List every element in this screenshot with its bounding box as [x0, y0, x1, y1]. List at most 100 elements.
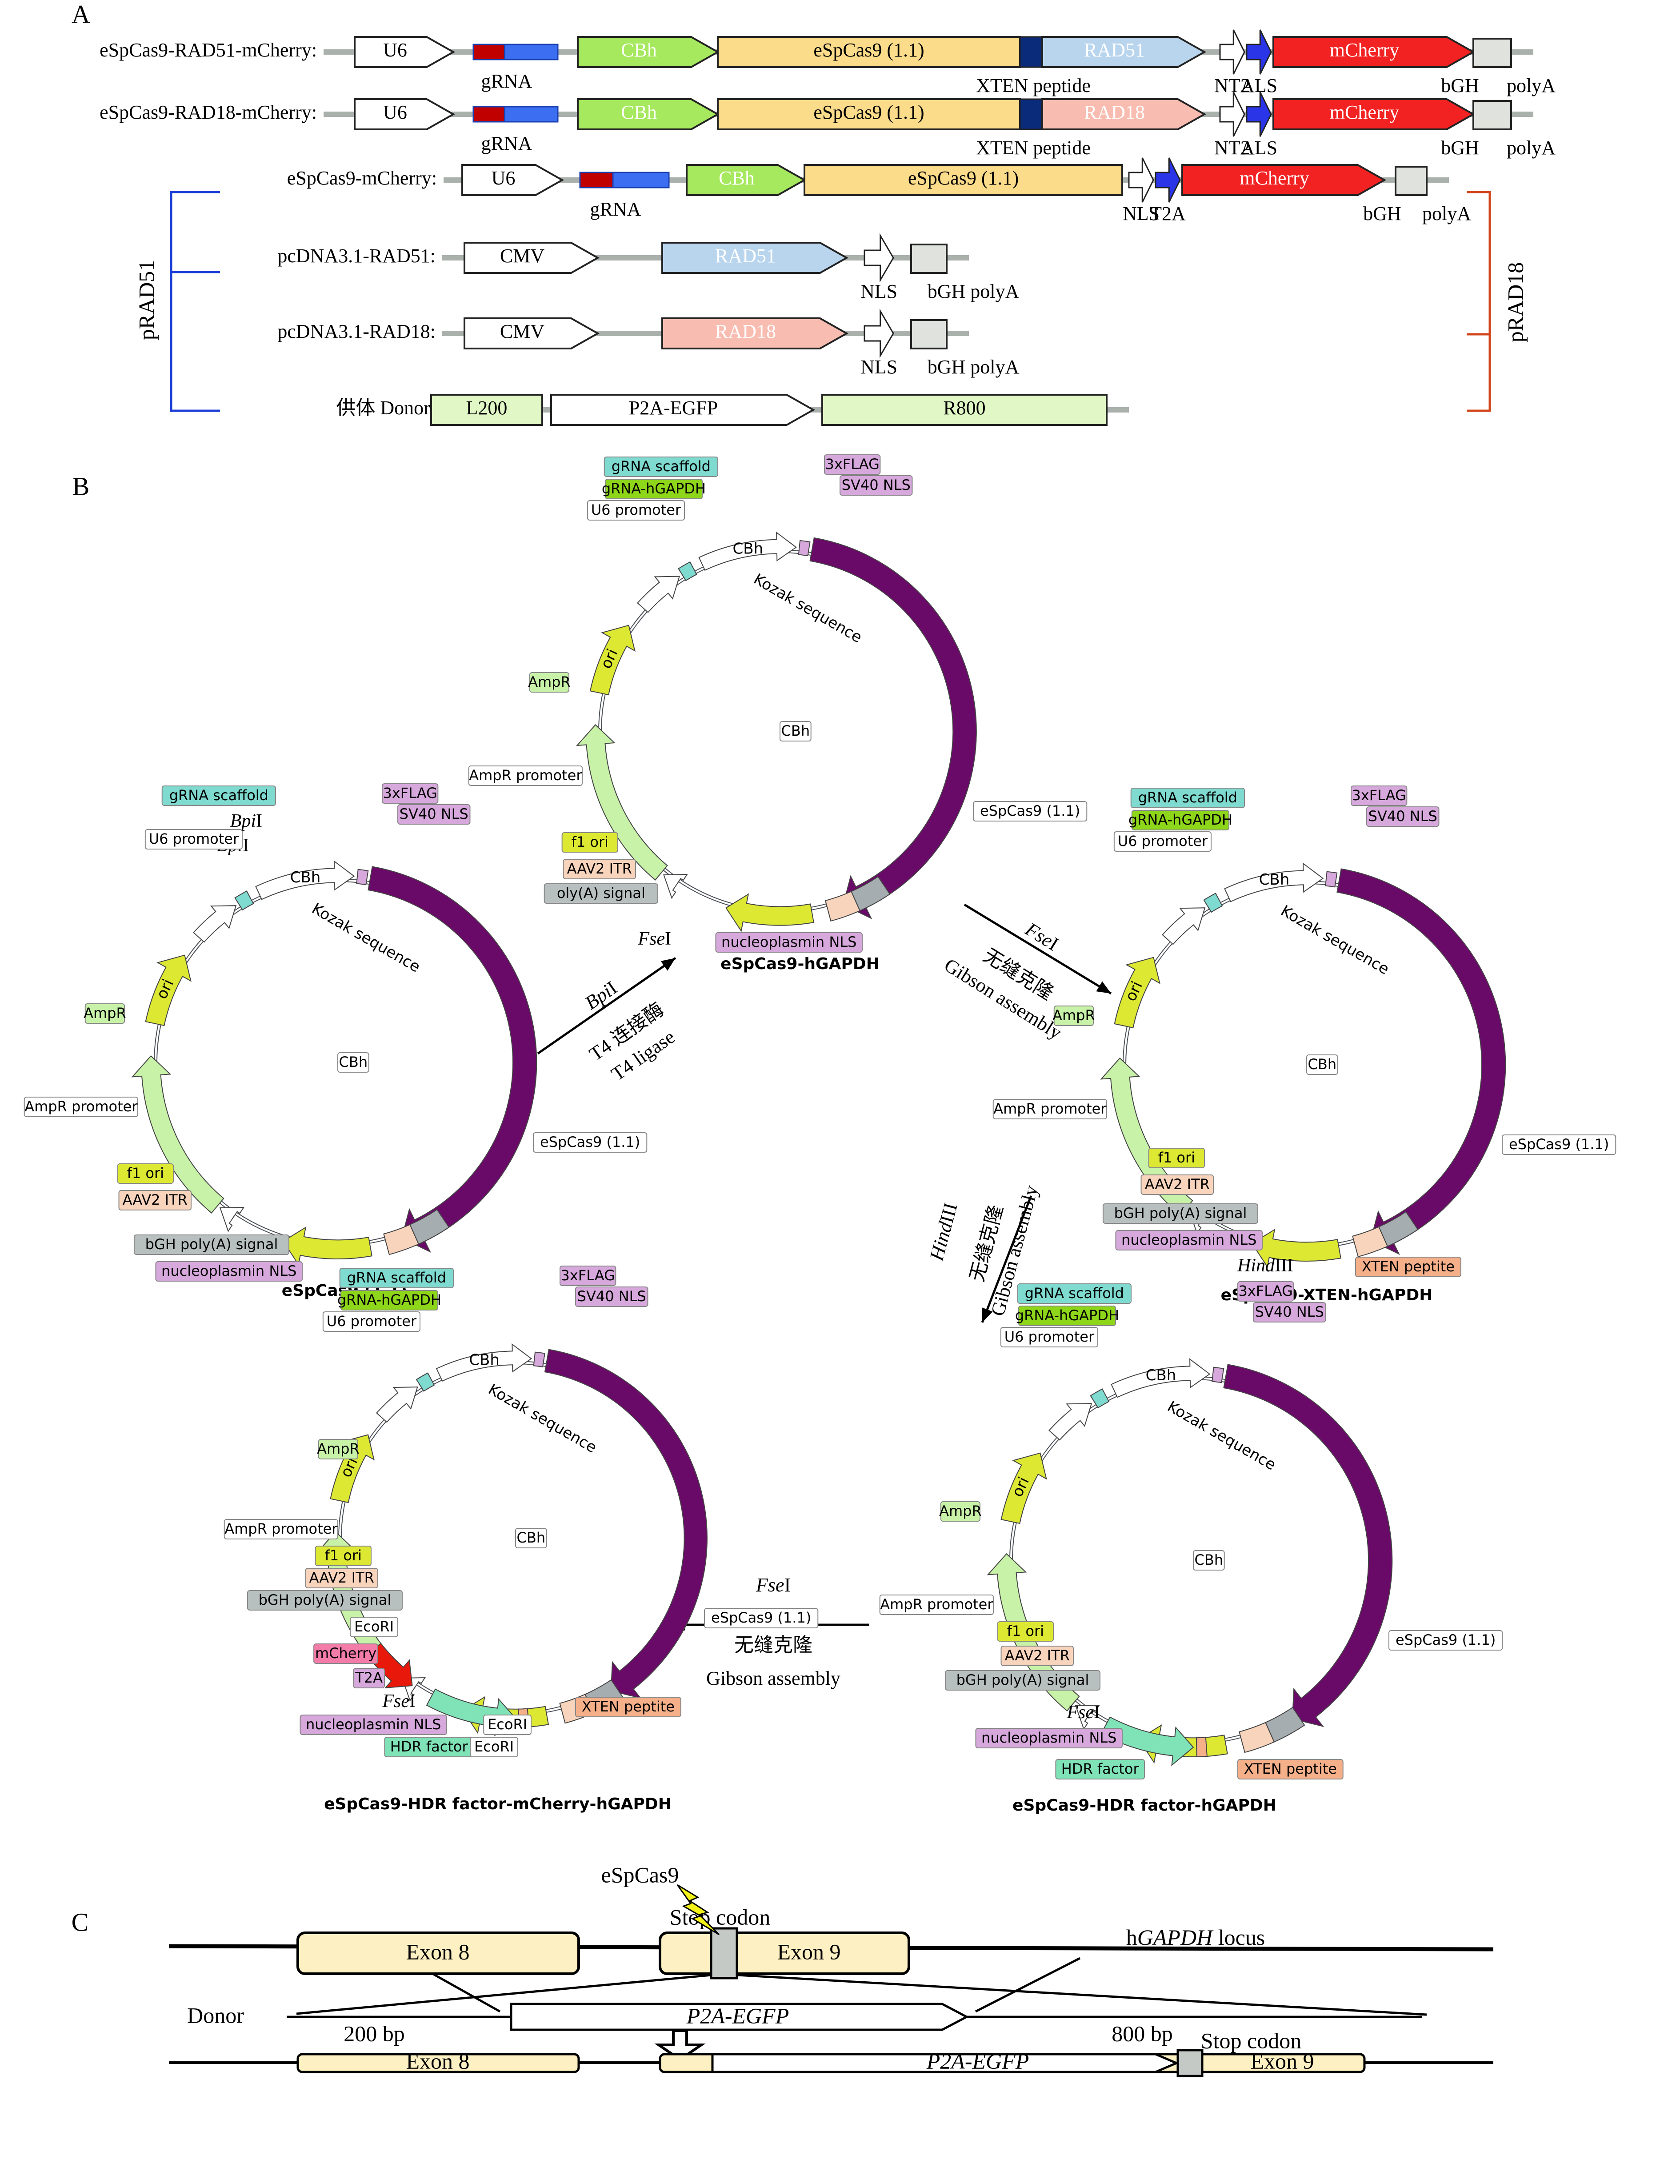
- feature-tag-box[interactable]: [468, 765, 583, 786]
- feature-tag[interactable]: gRNA-hGAPDH: [602, 479, 706, 499]
- bgh-polya-arc[interactable]: [1378, 1211, 1419, 1247]
- u6-promoter-arc[interactable]: [637, 576, 680, 613]
- feature-tag-box[interactable]: [944, 1670, 1100, 1691]
- feature-tag-box[interactable]: [975, 1728, 1123, 1748]
- feature-tag[interactable]: CBh: [780, 721, 812, 741]
- u6-promoter-arc[interactable]: [1162, 907, 1206, 945]
- espcas9-arc[interactable]: [809, 537, 977, 919]
- feature-tag-box[interactable]: [1130, 788, 1245, 808]
- feature-tag-box[interactable]: [1193, 1550, 1225, 1571]
- feature-tag[interactable]: gRNA scaffold: [604, 457, 718, 477]
- exon-8-box[interactable]: [296, 1932, 580, 1975]
- ori-arc[interactable]: [1000, 1452, 1047, 1524]
- feature-tag-box[interactable]: [1140, 1174, 1214, 1195]
- feature-tag[interactable]: AmpR promoter: [224, 1519, 338, 1539]
- feature-tag-box[interactable]: [824, 454, 881, 475]
- feature-tag-box[interactable]: [1502, 1134, 1616, 1155]
- xten-arc[interactable]: [1196, 1737, 1208, 1757]
- feature-tag[interactable]: gRNA-hGAPDH: [1015, 1306, 1119, 1326]
- grna-scaffold[interactable]: [504, 106, 559, 123]
- u6-promoter-arc[interactable]: [376, 1387, 418, 1423]
- element-grna[interactable]: gRNA: [472, 106, 559, 154]
- feature-tag-box[interactable]: [1055, 1759, 1145, 1779]
- ori-arc[interactable]: [330, 1434, 375, 1503]
- feature-tag-box[interactable]: [780, 721, 812, 741]
- promoter-arrow[interactable]: [577, 98, 720, 130]
- feature-tag[interactable]: EcoRI: [470, 1737, 518, 1757]
- aav2-itr-arc[interactable]: [383, 1224, 420, 1255]
- cbh-arc[interactable]: [436, 1343, 532, 1382]
- feature-tag[interactable]: bGH poly(A) signal: [944, 1670, 1100, 1691]
- promoter-arrow[interactable]: [354, 98, 456, 130]
- feature-tag-box[interactable]: [397, 804, 471, 825]
- bgh-polya-arc[interactable]: [409, 1209, 450, 1245]
- gene-arrow[interactable]: [1272, 98, 1476, 130]
- element-espcas9-1-1-[interactable]: eSpCas9 (1.1): [717, 98, 1021, 130]
- element-grna[interactable]: gRNA: [579, 172, 670, 220]
- espcas9-arc[interactable]: [1223, 1364, 1393, 1727]
- element-rad18[interactable]: RAD18: [661, 317, 849, 349]
- feature-tag[interactable]: gRNA scaffold: [1130, 788, 1245, 808]
- element-nt2[interactable]: NT2: [1214, 92, 1250, 159]
- grna-scaffold-arc[interactable]: [1203, 893, 1223, 913]
- feature-tag[interactable]: eSpCas9 (1.1): [1502, 1134, 1616, 1155]
- element-als[interactable]: ALS: [1240, 92, 1277, 159]
- feature-tag-box[interactable]: [339, 1268, 454, 1288]
- feature-tag[interactable]: CBh: [337, 1052, 369, 1073]
- feature-tag-box[interactable]: [715, 932, 863, 953]
- tag-arrow[interactable]: [864, 309, 894, 358]
- feature-tag[interactable]: U6 promoter: [1113, 831, 1212, 852]
- feature-tag[interactable]: SV40 NLS: [575, 1286, 648, 1307]
- gene-box[interactable]: [821, 394, 1108, 426]
- grna-scaffold[interactable]: [612, 172, 670, 188]
- flag-arc[interactable]: [356, 869, 369, 886]
- feature-tag-box[interactable]: [561, 832, 619, 853]
- feature-tag[interactable]: AAV2 ITR: [118, 1190, 192, 1210]
- feature-tag[interactable]: nucleoplasmin NLS: [300, 1715, 447, 1735]
- feature-tag-box[interactable]: [1102, 1203, 1258, 1224]
- element-mcherry[interactable]: mCherry: [1181, 164, 1387, 196]
- bgh-polya-arc[interactable]: [851, 876, 891, 911]
- feature-tag[interactable]: CBh: [1193, 1550, 1225, 1571]
- feature-tag[interactable]: gRNA scaffold: [161, 785, 276, 806]
- feature-tag-box[interactable]: [544, 883, 658, 904]
- espcas9-arc[interactable]: [544, 1349, 708, 1699]
- feature-tag-box[interactable]: [161, 785, 276, 806]
- element-u6[interactable]: U6: [354, 36, 456, 68]
- feature-tag-box[interactable]: [1018, 1306, 1116, 1326]
- feature-tag-box[interactable]: [300, 1715, 447, 1735]
- feature-tag[interactable]: U6 promoter: [587, 500, 685, 521]
- feature-tag[interactable]: AmpR promoter: [24, 1097, 138, 1117]
- feature-tag[interactable]: bGH poly(A) signal: [1102, 1203, 1258, 1224]
- feature-tag-box[interactable]: [1000, 1646, 1074, 1666]
- feature-tag-box[interactable]: [133, 1234, 289, 1255]
- feature-tag-box[interactable]: [1366, 806, 1440, 827]
- feature-tag-box[interactable]: [155, 1261, 303, 1282]
- ampr-arc[interactable]: [576, 724, 668, 881]
- aav2-itr-arc[interactable]: [1352, 1226, 1388, 1258]
- feature-tag[interactable]: HDR factor: [1055, 1759, 1145, 1779]
- feature-tag[interactable]: eSpCas9 (1.1): [704, 1608, 819, 1628]
- feature-tag-box[interactable]: [1306, 1054, 1338, 1075]
- bgh-polya-arc[interactable]: [1265, 1707, 1305, 1743]
- feature-tag[interactable]: U6 promoter: [144, 829, 243, 850]
- result-exon-8-box[interactable]: [296, 2053, 580, 2073]
- tag-arrow[interactable]: [1219, 29, 1245, 75]
- feature-tag-box[interactable]: [24, 1097, 138, 1117]
- gene-arrow[interactable]: [1272, 36, 1476, 68]
- feature-tag[interactable]: AmpR: [1052, 1006, 1095, 1026]
- feature-tag[interactable]: AmpR: [528, 672, 571, 693]
- gene-box[interactable]: [804, 164, 1123, 196]
- feature-tag-box[interactable]: [604, 457, 718, 477]
- feature-tag-box[interactable]: [1000, 1327, 1099, 1347]
- polya-box[interactable]: [1472, 38, 1512, 68]
- feature-tag-box[interactable]: [224, 1519, 338, 1539]
- feature-tag-box[interactable]: [1113, 831, 1212, 852]
- element-xten-peptide[interactable]: XTEN peptide: [976, 98, 1091, 159]
- feature-tag[interactable]: f1 ori: [561, 832, 619, 853]
- polya-box[interactable]: [910, 244, 948, 274]
- feature-tag[interactable]: AmpR: [84, 1003, 126, 1024]
- element-u6[interactable]: U6: [354, 98, 456, 130]
- feature-tag[interactable]: T2A: [353, 1668, 385, 1688]
